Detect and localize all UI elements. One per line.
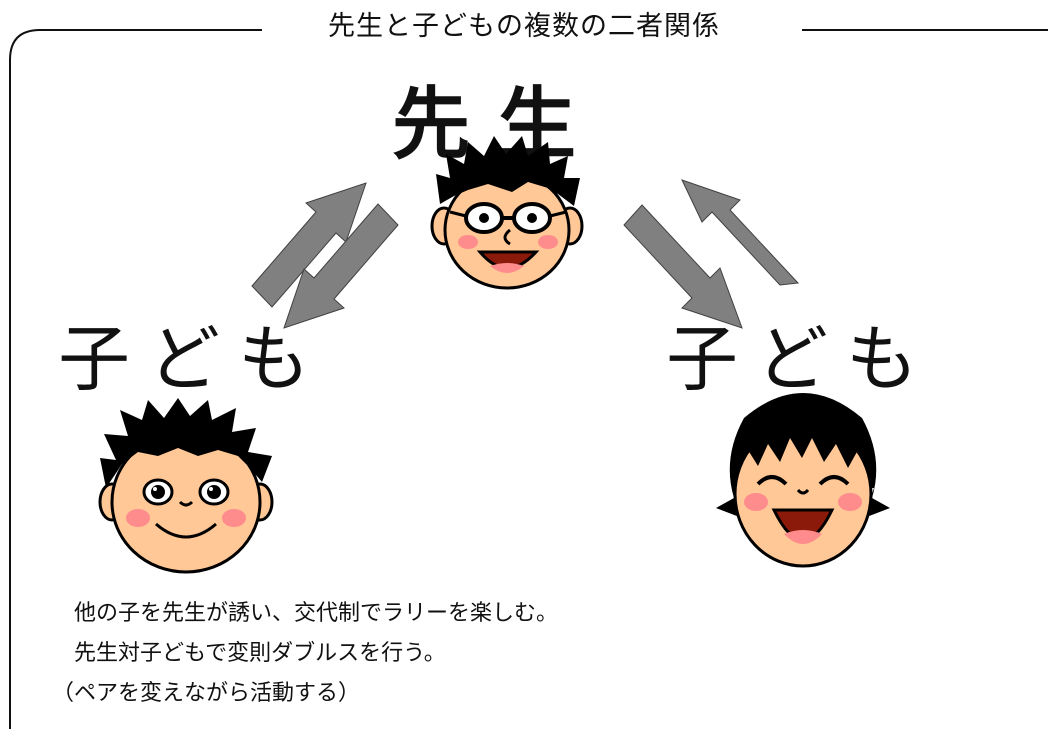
- boy-face-icon: [98, 398, 274, 574]
- activity-notes: 他の子を先生が誘い、交代制でラリーを楽しむ。 先生対子どもで変則ダブルスを行う。…: [52, 594, 558, 714]
- arrow-left-down-icon: [283, 203, 399, 329]
- child-right-label: 子ども: [666, 317, 937, 401]
- teacher-face-icon: [430, 136, 584, 290]
- arrow-right-down-icon: [623, 204, 743, 329]
- arrow-left-up-icon: [251, 182, 367, 308]
- note-line: 他の子を先生が誘い、交代制でラリーを楽しむ。: [74, 601, 559, 626]
- girl-face-icon: [716, 393, 890, 568]
- frame-title: 先生と子どもの複数の二者関係: [328, 11, 720, 42]
- note-line: （ペアを変えながら活動する）: [52, 681, 361, 706]
- arrow-right-up-icon: [681, 179, 800, 286]
- note-line: 先生対子どもで変則ダブルスを行う。: [74, 641, 446, 666]
- child-left-label: 子ども: [58, 317, 329, 401]
